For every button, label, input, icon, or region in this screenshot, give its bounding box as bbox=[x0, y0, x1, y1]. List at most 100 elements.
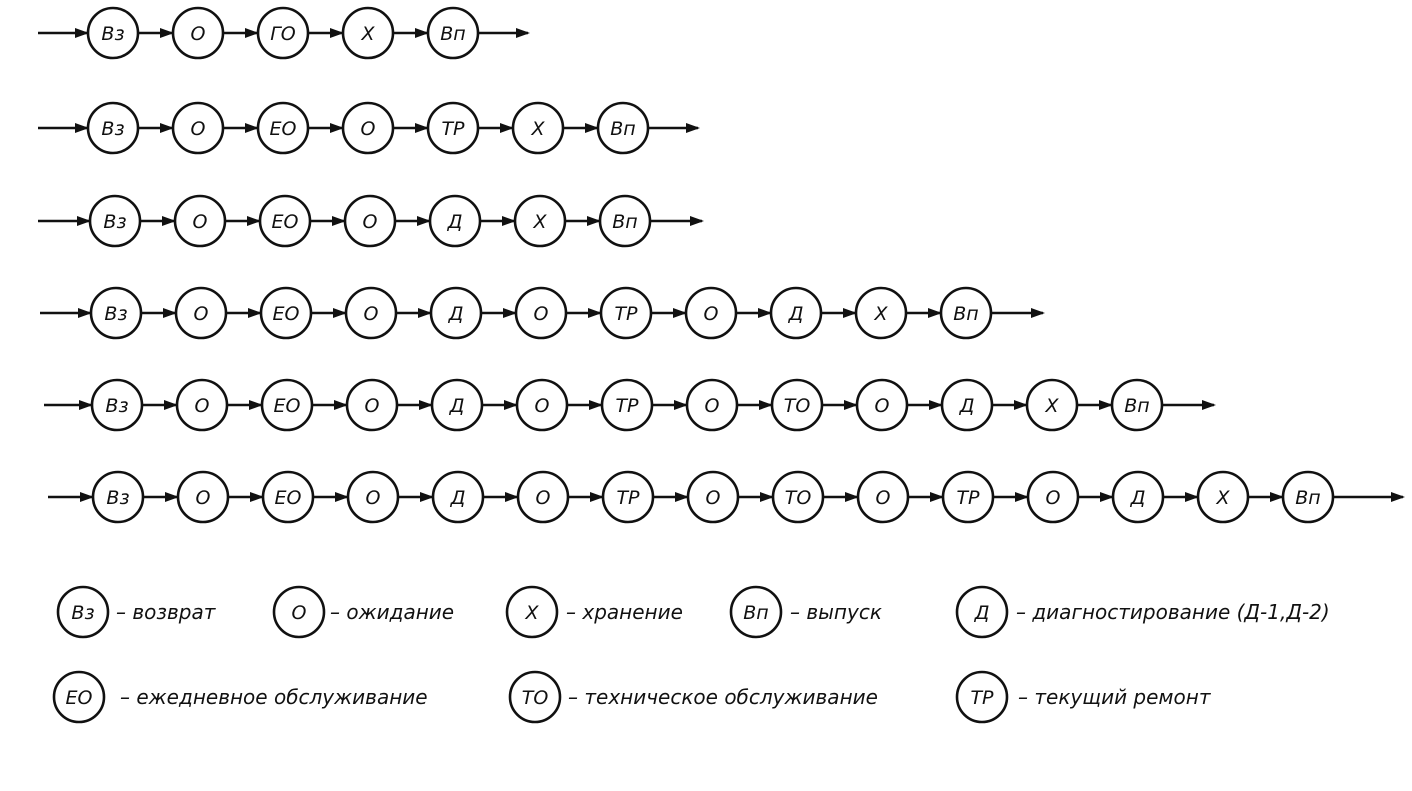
node-label: Д bbox=[450, 487, 466, 509]
legend-description: – диагностирование (Д-1,Д-2) bbox=[1016, 600, 1330, 624]
flow-node: ЕО bbox=[260, 378, 314, 432]
legend-symbol-circle bbox=[508, 670, 562, 724]
legend-symbol: ТР bbox=[970, 687, 994, 709]
node-label: О bbox=[704, 303, 719, 325]
legend-item: ТО – техническое обслуживание bbox=[508, 670, 878, 724]
node-label: ТР bbox=[614, 303, 638, 325]
node-label: ТР bbox=[616, 487, 640, 509]
flow-node: О bbox=[1026, 470, 1080, 524]
node-label: Д bbox=[959, 395, 975, 417]
node-label: Х bbox=[873, 303, 888, 325]
flow-node: О bbox=[345, 378, 399, 432]
flow-node: О bbox=[344, 286, 398, 340]
legend-symbol: Д bbox=[974, 602, 990, 624]
flow-node: Х bbox=[1196, 470, 1250, 524]
flow-node: Х bbox=[1025, 378, 1079, 432]
flow-node: ГО bbox=[256, 6, 310, 60]
node-label: О bbox=[1046, 487, 1061, 509]
flow-node: О bbox=[175, 378, 229, 432]
flow-node: Д bbox=[1111, 470, 1165, 524]
node-label: ЕО bbox=[275, 487, 302, 509]
node-label: О bbox=[366, 487, 381, 509]
legend-symbol: ТО bbox=[522, 687, 549, 709]
flow-node: Х bbox=[854, 286, 908, 340]
node-label: Д bbox=[1130, 487, 1146, 509]
node-label: Вз bbox=[101, 23, 124, 45]
legend-item: О– ожидание bbox=[272, 585, 454, 639]
flow-node: О bbox=[856, 470, 910, 524]
node-label: Вз bbox=[101, 118, 124, 140]
node-label: О bbox=[193, 211, 208, 233]
node-label: Х bbox=[532, 211, 547, 233]
legend-item: Д – диагностирование (Д-1,Д-2) bbox=[955, 585, 1330, 639]
flow-node: ЕО bbox=[261, 470, 315, 524]
node-label: ГО bbox=[270, 23, 296, 45]
flow-row-1: Вз О ГО Х Вп bbox=[38, 6, 530, 60]
flow-node: Вп bbox=[939, 286, 993, 340]
node-label: Д bbox=[449, 395, 465, 417]
node-label: Вп bbox=[953, 303, 978, 325]
flow-node: Д bbox=[428, 194, 482, 248]
node-label: ТР bbox=[615, 395, 639, 417]
flow-node: О bbox=[686, 470, 740, 524]
legend-description: – выпуск bbox=[790, 600, 882, 624]
flow-row-5: Вз О ЕО О Д О ТР О ТО О Д Х Вп bbox=[44, 378, 1216, 432]
node-label: Вз bbox=[103, 211, 126, 233]
legend-symbol: Х bbox=[524, 602, 539, 624]
node-label: Вз bbox=[104, 303, 127, 325]
node-label: О bbox=[361, 118, 376, 140]
flow-node: О bbox=[171, 6, 225, 60]
legend-description: – ожидание bbox=[330, 600, 454, 624]
node-label: Д bbox=[447, 211, 463, 233]
legend-symbol: ЕО bbox=[66, 687, 93, 709]
node-label: Вп bbox=[1124, 395, 1149, 417]
legend-item: ЕО– ежедневное обслуживание bbox=[52, 670, 428, 724]
node-label: Д bbox=[448, 303, 464, 325]
flow-node: О bbox=[514, 286, 568, 340]
node-label: О bbox=[364, 303, 379, 325]
flow-node: О bbox=[515, 378, 569, 432]
flow-node: Вз bbox=[89, 286, 143, 340]
legend-description: – техническое обслуживание bbox=[568, 685, 878, 709]
node-label: Х bbox=[1215, 487, 1230, 509]
node-label: Вз bbox=[106, 487, 129, 509]
flow-node: Вз bbox=[90, 378, 144, 432]
legend-symbol: Вз bbox=[71, 602, 94, 624]
node-label: ТР bbox=[956, 487, 980, 509]
node-label: ТР bbox=[441, 118, 465, 140]
flow-node: О bbox=[176, 470, 230, 524]
flow-node: О bbox=[684, 286, 738, 340]
legend-symbol-circle bbox=[955, 585, 1009, 639]
node-label: О bbox=[706, 487, 721, 509]
node-label: О bbox=[875, 395, 890, 417]
node-label: Вп bbox=[612, 211, 637, 233]
flow-node: Х bbox=[513, 194, 567, 248]
node-label: ТО bbox=[785, 487, 812, 509]
node-label: О bbox=[191, 118, 206, 140]
node-label: Х bbox=[360, 23, 375, 45]
flow-node: ЕО bbox=[256, 101, 310, 155]
flow-node: Д bbox=[430, 378, 484, 432]
flow-node: Вп bbox=[1281, 470, 1335, 524]
legend-symbol-circle bbox=[56, 585, 110, 639]
flow-node: Х bbox=[511, 101, 565, 155]
flow-node: Вз bbox=[88, 194, 142, 248]
node-label: ЕО bbox=[270, 118, 297, 140]
flow-node: О bbox=[346, 470, 400, 524]
legend-item: Вп – выпуск bbox=[729, 585, 882, 639]
node-label: О bbox=[195, 395, 210, 417]
flow-node: ЕО bbox=[259, 286, 313, 340]
flow-node: О bbox=[685, 378, 739, 432]
flow-node: Вп bbox=[1110, 378, 1164, 432]
flow-node: О bbox=[174, 286, 228, 340]
legend-symbol: Вп bbox=[743, 602, 768, 624]
flow-node: ТО bbox=[770, 378, 824, 432]
legend-symbol-circle bbox=[729, 585, 783, 639]
flow-node: Вп bbox=[426, 6, 480, 60]
